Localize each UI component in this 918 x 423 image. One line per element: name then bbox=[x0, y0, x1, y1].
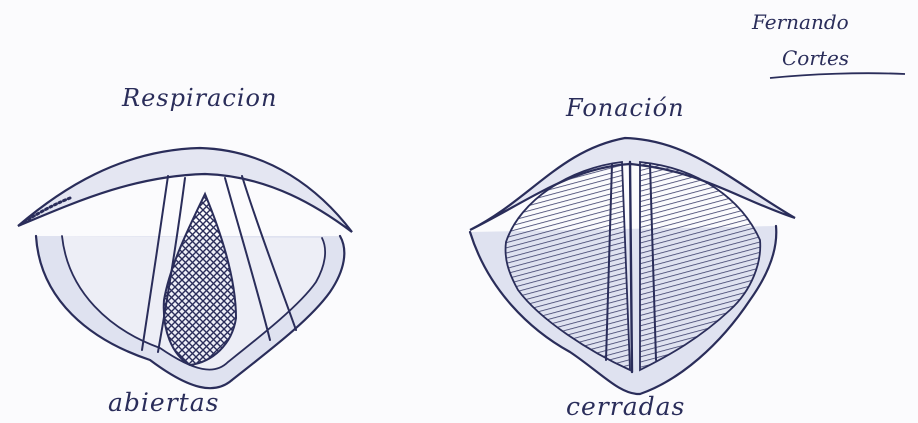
open-caption: abiertas bbox=[108, 388, 219, 417]
closed-caption: cerradas bbox=[566, 392, 685, 421]
phonation-title: Fonación bbox=[566, 94, 685, 122]
larynx-closed-drawing bbox=[470, 138, 795, 394]
hatch-edge-left bbox=[24, 198, 70, 222]
epiglottis-left bbox=[18, 148, 352, 232]
glottis-open bbox=[164, 194, 236, 365]
signature-last-name: Cortes bbox=[782, 46, 849, 70]
larynx-open-drawing bbox=[18, 148, 352, 388]
signature-underline bbox=[770, 73, 905, 78]
respiration-title: Respiracion bbox=[122, 84, 277, 112]
signature-first-name: Fernando bbox=[752, 10, 849, 34]
